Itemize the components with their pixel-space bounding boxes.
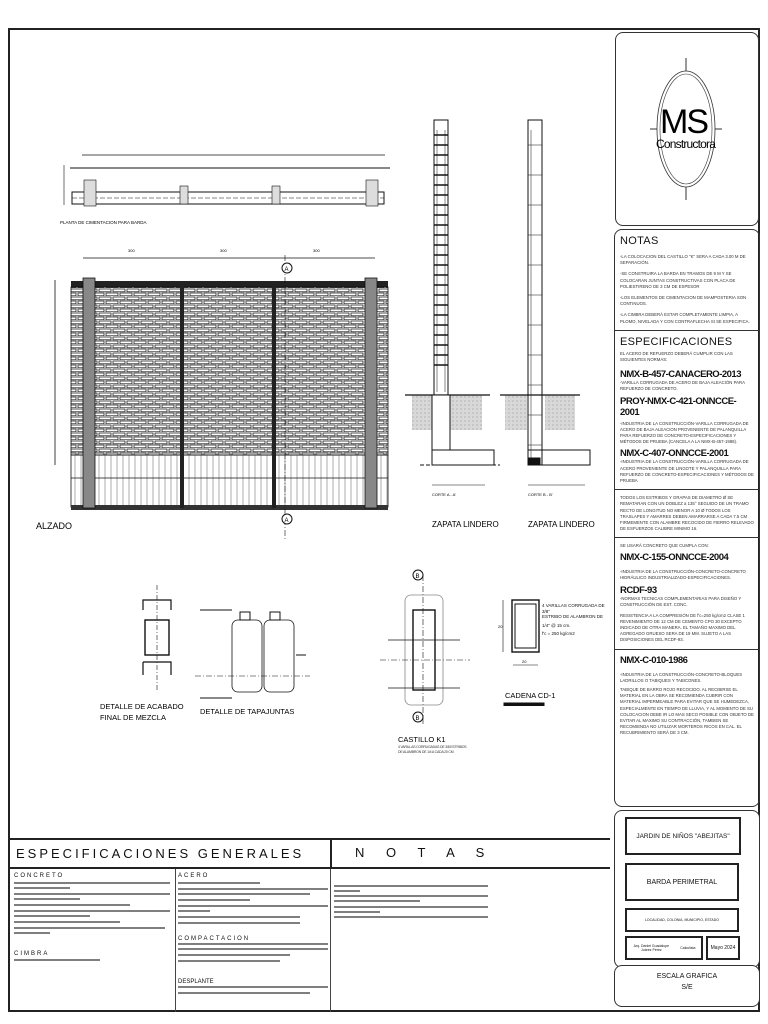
notas-section: NOTAS -LA COLOCACION DEL CASTILLO "K" SE… (615, 230, 759, 331)
plan-label: PLANTA DE CIMENTACION PARA BARDA (60, 220, 147, 225)
norm-code: PROY-NMX-C-421-ONNCCE-2001 (620, 395, 737, 418)
zapata-1-title: ZAPATA LINDERO (432, 520, 499, 529)
zapata-section-2 (500, 119, 591, 486)
detalle-acabado-title-1: DETALLE DE ACABADO (100, 702, 184, 711)
nota-item: -LA CIMBRA DEBERÁ ESTAR COMPLETAMENTE LI… (620, 312, 750, 324)
specs-fine-text (14, 882, 488, 994)
concreto-heading: CONCRETO (14, 873, 65, 879)
cimbra-heading: CIMBRA (14, 951, 50, 957)
resistencia-note: RESISTENCIA A LA COMPRESIÓN DE f'c=250 k… (620, 612, 745, 643)
compactacion-heading: COMPACTACION (178, 936, 251, 942)
author-box: Arq. Daniel Guadalupe Juárez Pérez Calcu… (625, 936, 703, 960)
escala-value: S/E (681, 984, 693, 991)
zapata-section-1 (405, 119, 500, 486)
project-name: JARDIN DE NIÑOS "ABEJITAS" (625, 817, 741, 855)
notas-title: NOTAS (620, 235, 659, 247)
detalle-tapajuntas-drawing (195, 609, 310, 699)
cadena-dim-h: 20 (498, 624, 503, 629)
wall-elevation (54, 255, 389, 540)
logo-box: MS Constructora (615, 32, 759, 226)
dim-label: 300 (220, 248, 227, 253)
cadena-title: CADENA CD-1 (505, 691, 555, 700)
tabique-notes: TABIQUE DE BARRO ROJO RECOCIDO. AL RECIB… (620, 686, 754, 736)
foundation-plan (63, 154, 390, 207)
notes-specs-panel: NOTAS -LA COLOCACION DEL CASTILLO "K" SE… (614, 229, 760, 807)
estribos-note: TODOS LOS ESTRIBOS Y GRAPAS DE DIAMETRO … (620, 495, 754, 532)
alzado-title: ALZADO (36, 521, 72, 531)
logo-initials: MS (660, 103, 708, 141)
norm-text: -INDUSTRIA DE LA CONSTRUCCIÓN-VARILLA CO… (620, 459, 754, 484)
castillo-title: CASTILLO K1 (398, 735, 446, 744)
cadena-note-2: ESTRIBO DE ALAMBRON DE (542, 614, 604, 620)
specs-generales-title: ESPECIFICACIONES GENERALES (16, 846, 305, 861)
norm-text: -VARILLA CORRUGADA DE ACERO DE BAJA ALEA… (620, 380, 745, 392)
acero-heading: ACERO (178, 873, 210, 879)
norm-text: -INDUSTRIA DE LA CONSTRUCCIÓN-CONCRETO-C… (620, 568, 746, 580)
cadena-note-1: 4 VARILLAS CORRUGADA DE 3/8" (542, 603, 605, 614)
location: LOCALIDAD, COLONIA, MUNICIPIO, ESTADO (625, 908, 739, 932)
norm-text: -NORMAS TECNICAS COMPLEMENTARIAS PARA DI… (620, 596, 742, 608)
norm-text: -INDUSTRIA DE LA CONSTRUCCIÓN-CONCRETO-B… (620, 671, 743, 683)
escala-box: ESCALA GRAFICA S/E (614, 965, 760, 1007)
norm-code: NMX-C-155-ONNCCE-2004 (620, 551, 729, 563)
detalle-acabado-drawing (142, 585, 172, 690)
dim-label: 300 (313, 248, 320, 253)
cadena-dim-w: 20 (522, 659, 527, 664)
author: Arq. Daniel Guadalupe Juárez Pérez (633, 943, 670, 953)
cadena-notes: 4 VARILLAS CORRUGADA DE 3/8" ESTRIBO DE … (542, 603, 608, 637)
especificaciones-title: ESPECIFICACIONES (620, 335, 733, 348)
especificaciones-section: ESPECIFICACIONES EL ACERO DE REFUERZO DE… (615, 331, 759, 491)
zapata-2-title: ZAPATA LINDERO (528, 520, 595, 529)
title-block: JARDIN DE NIÑOS "ABEJITAS" BARDA PERIMET… (614, 810, 760, 968)
drawing-area: PLANTA DE CIMENTACION PARA BARDA A A 300… (36, 119, 595, 744)
corte-a-label: CORTE A - A' (432, 492, 456, 497)
dim-label: 300 (128, 248, 135, 253)
castillo-note: 4 VARILLAS CORRUGADAS DE 3/8 ESTRIBOS DE… (398, 745, 467, 754)
section-a-bottom: A (285, 518, 289, 524)
nota-item: -SE CONSTRUIRA LA BARDA EN TRAMOS DE 9 M… (620, 271, 736, 289)
cadena-cd1-drawing (502, 599, 545, 706)
desplante-heading: DESPLANTE (178, 979, 214, 985)
castillo-k1-drawing (380, 569, 470, 725)
escala-title: ESCALA GRAFICA (656, 973, 718, 980)
section-b-top: B (416, 574, 420, 580)
concreto-section: SE USARÁ CONCRETO QUE CUMPLA CON: NMX-C-… (615, 538, 759, 650)
detalle-acabado-title-2: FINAL DE MEZCLA (100, 713, 166, 722)
section-b-bottom: B (416, 716, 420, 722)
norm-code: NMX-B-457-CANACERO-2013 (620, 369, 742, 381)
logo-name: Constructora (656, 137, 716, 151)
spec-intro: EL ACERO DE REFUERZO DEBERÁ CUMPLIR CON … (620, 350, 733, 363)
reviewed: Calculista (680, 945, 696, 950)
tabique-section: NMX-C-010-1986 -INDUSTRIA DE LA CONSTRUC… (615, 650, 759, 742)
cadena-note-3: 1/4" @ 15 cm. (542, 622, 571, 628)
nota-item: -LOS ELEMENTOS DE CIMENTACION DE MAMPOST… (620, 295, 747, 307)
concreto-intro: SE USARÁ CONCRETO QUE CUMPLA CON: (620, 543, 709, 549)
norm-code: RCDF-93 (620, 585, 657, 597)
norm-text: -INDUSTRIA DE LA CONSTRUCCIÓN-VARILLA CO… (620, 420, 749, 445)
norm-code: NMX-C-407-ONNCCE-2001 (620, 448, 729, 460)
section-a-top: A (285, 267, 289, 273)
estribos-section: TODOS LOS ESTRIBOS Y GRAPAS DE DIAMETRO … (615, 490, 759, 539)
bottom-notas-title: N O T A S (355, 845, 489, 860)
norm-code: NMX-C-010-1986 (620, 654, 688, 666)
date: Mayo 2024 (706, 936, 740, 960)
corte-b-label: CORTE B - B' (528, 492, 553, 497)
nota-item: -LA COLOCACION DEL CASTILLO "K" SERA A C… (620, 254, 746, 266)
general-specs-band: ESPECIFICACIONES GENERALES N O T A S CON… (10, 838, 610, 1012)
company-logo: MS Constructora (650, 58, 722, 200)
detalle-tapajuntas-title: DETALLE DE TAPAJUNTAS (200, 707, 294, 716)
cadena-note-4: f'c = 250 kg/cm2 (542, 631, 575, 637)
drawing-name: BARDA PERIMETRAL (625, 863, 739, 901)
